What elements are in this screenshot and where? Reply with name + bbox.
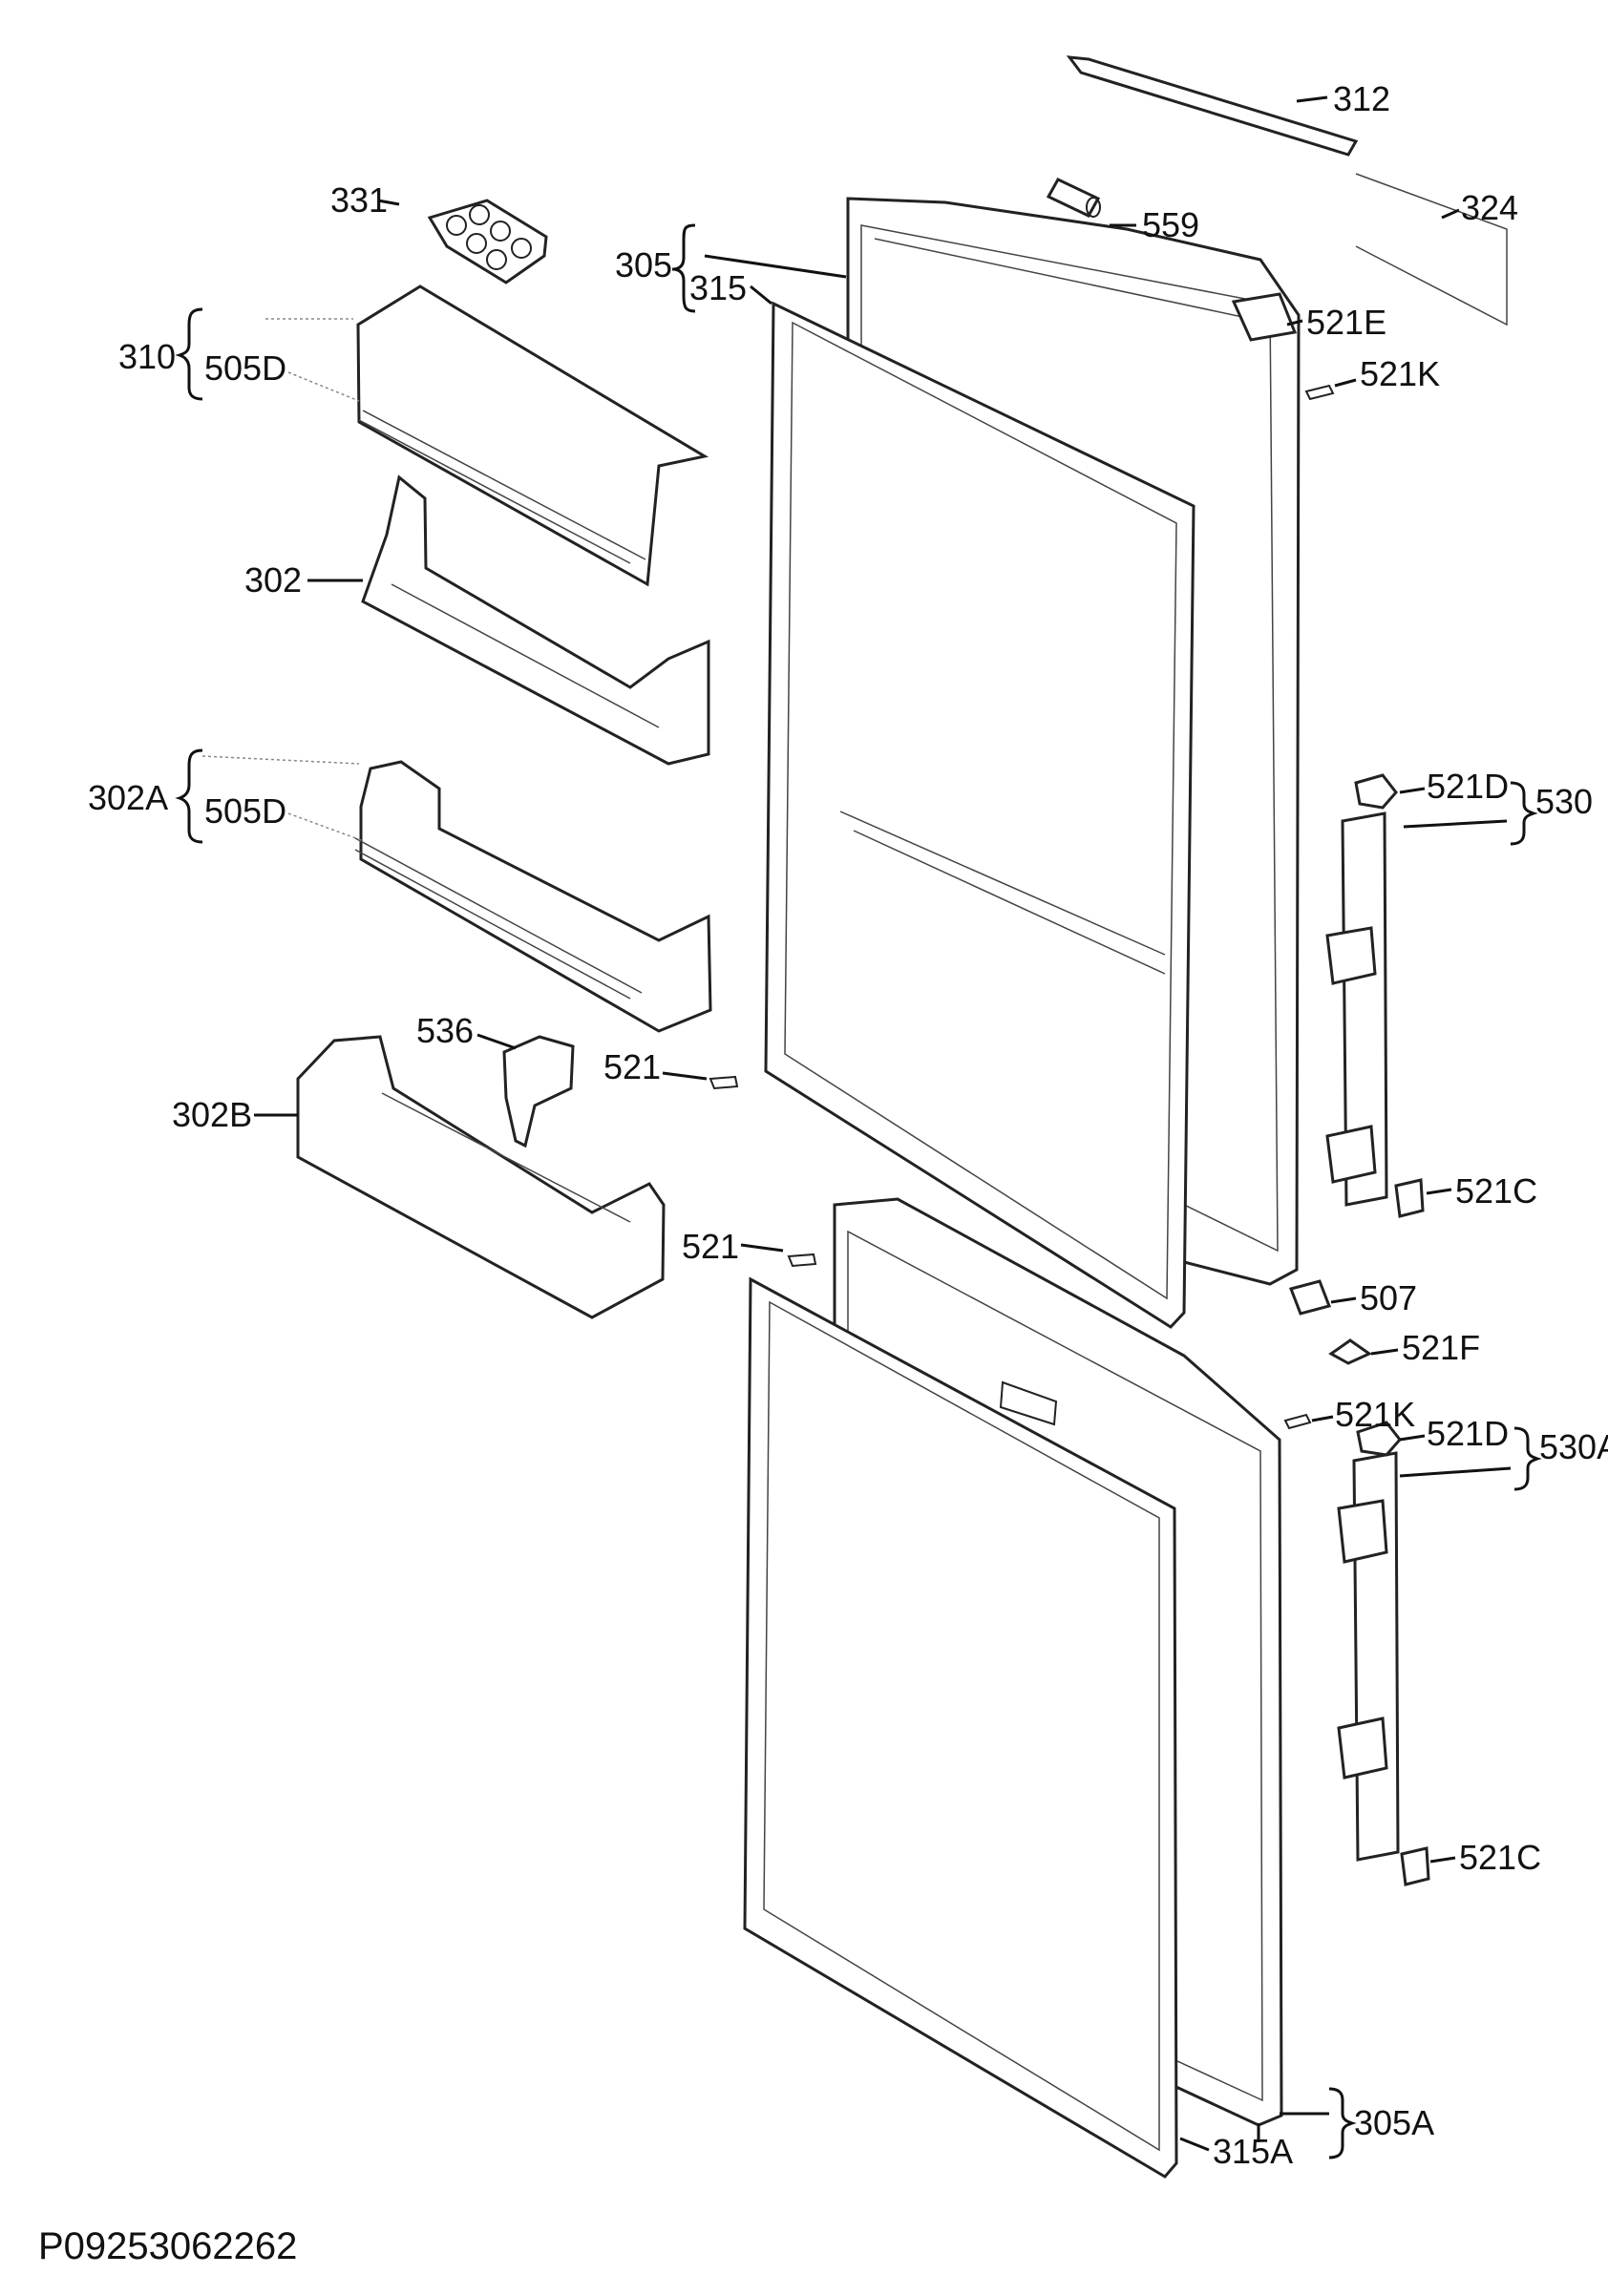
part-530A-lower-handle xyxy=(1337,1421,1402,1862)
part-521F-insert xyxy=(1328,1338,1373,1365)
label-521D-upper: 521D xyxy=(1427,767,1509,806)
label-521D-lower: 521D xyxy=(1427,1414,1509,1453)
label-315: 315 xyxy=(689,268,747,307)
part-521K-screw-upper xyxy=(1304,384,1335,401)
part-302-door-shelf xyxy=(361,474,710,766)
part-302A-door-shelf xyxy=(354,760,712,1033)
part-559-pin xyxy=(1046,178,1101,218)
label-505D-upper: 505D xyxy=(204,348,286,388)
part-521E-hinge-cover xyxy=(1231,292,1298,342)
label-507: 507 xyxy=(1360,1278,1417,1317)
label-521E: 521E xyxy=(1306,303,1386,342)
label-521K-lower: 521K xyxy=(1335,1395,1415,1434)
label-536: 536 xyxy=(416,1011,474,1050)
label-324: 324 xyxy=(1461,188,1518,227)
part-324-panel xyxy=(1355,173,1508,326)
label-302: 302 xyxy=(244,560,302,600)
part-331-egg-tray xyxy=(427,199,548,284)
part-315A-lower-gasket xyxy=(743,1276,1178,2179)
part-521K-screw-lower xyxy=(1283,1413,1312,1430)
drawing-code: P09253062262 xyxy=(38,2225,297,2267)
label-521-upper: 521 xyxy=(603,1047,661,1086)
part-labels: 312 559 324 331 305 315 310 505D 521E 52… xyxy=(88,79,1608,2171)
label-305A: 305A xyxy=(1354,2103,1434,2142)
label-530: 530 xyxy=(1535,782,1593,821)
label-559: 559 xyxy=(1142,205,1199,244)
part-521C-cap-upper xyxy=(1394,1178,1425,1218)
label-312: 312 xyxy=(1333,79,1390,118)
label-530A: 530A xyxy=(1539,1427,1608,1466)
part-302B-door-shelf xyxy=(296,1035,666,1319)
part-315-upper-gasket xyxy=(764,301,1195,1329)
part-530-upper-handle xyxy=(1325,773,1398,1207)
label-310: 310 xyxy=(118,337,176,376)
part-521-screw-a xyxy=(709,1075,739,1090)
label-521F: 521F xyxy=(1402,1328,1480,1367)
label-331: 331 xyxy=(330,180,388,220)
part-507-stopper xyxy=(1289,1279,1331,1316)
leader-lines xyxy=(175,95,1542,2159)
label-302B: 302B xyxy=(172,1095,252,1134)
part-310-dairy-lid xyxy=(356,284,709,587)
label-521C-lower: 521C xyxy=(1459,1838,1541,1877)
part-312-top-trim xyxy=(1066,55,1359,157)
label-315A: 315A xyxy=(1213,2132,1293,2171)
part-521-screw-b xyxy=(787,1253,817,1268)
label-521-lower: 521 xyxy=(682,1227,739,1266)
label-521K-upper: 521K xyxy=(1360,354,1440,393)
part-521C-cap-lower xyxy=(1400,1846,1430,1886)
label-302A: 302A xyxy=(88,778,168,817)
label-505D-lower: 505D xyxy=(204,791,286,831)
label-305: 305 xyxy=(615,245,672,284)
part-536-clip xyxy=(502,1035,575,1148)
label-521C-upper: 521C xyxy=(1455,1171,1537,1211)
